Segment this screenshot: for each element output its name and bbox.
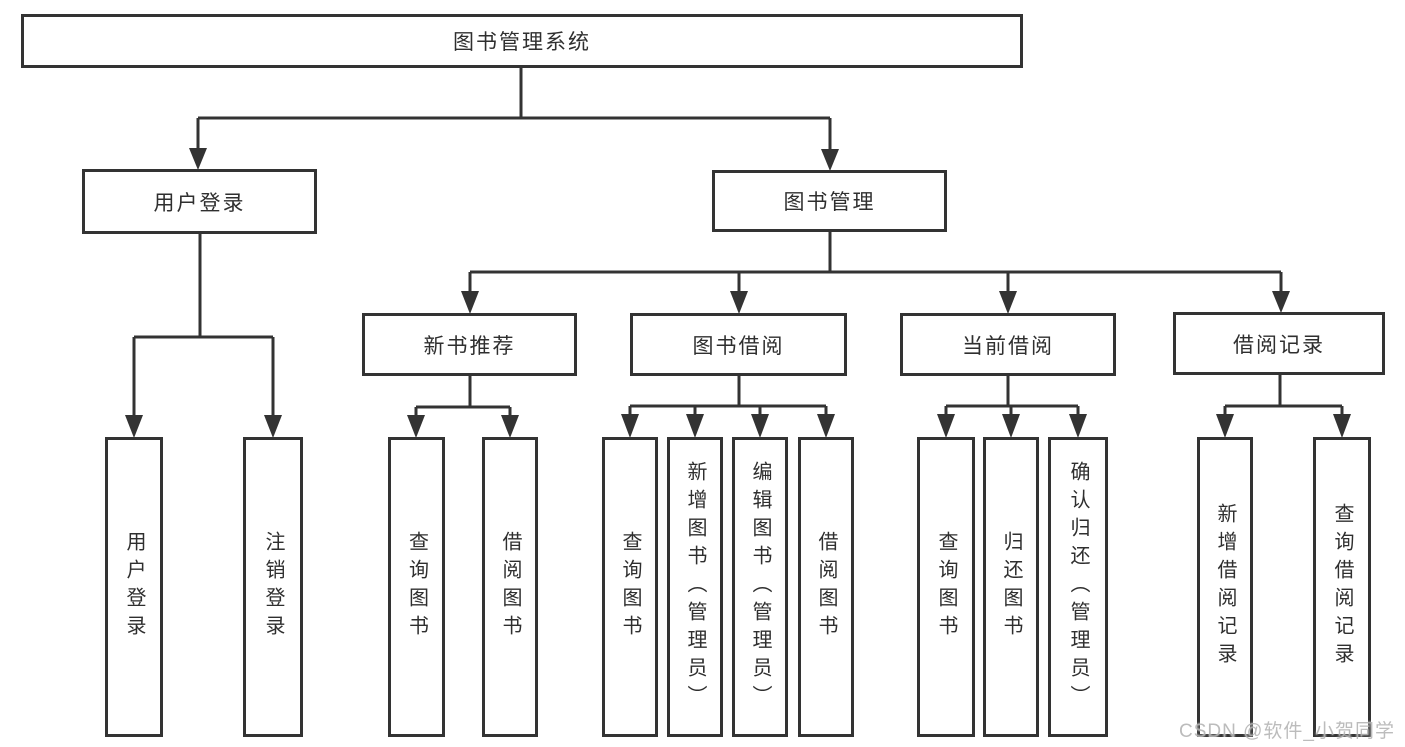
leaf-current-query-books: 查询图书 — [917, 437, 975, 737]
leaf-borrow-books: 借阅图书 — [798, 437, 854, 737]
leaf-borrow-query-books-label: 查询图书 — [619, 531, 641, 643]
connector-records-to-leaves — [1223, 375, 1344, 415]
connector-borrow-to-leaves — [628, 376, 828, 415]
arrowhead-icon — [621, 414, 639, 438]
arrowhead-icon — [1272, 291, 1290, 313]
leaf-logout-label: 注销登录 — [262, 531, 284, 643]
arrowhead-icon — [407, 415, 425, 438]
arrowhead-icon — [937, 414, 955, 438]
node-borrow-records: 借阅记录 — [1173, 312, 1385, 375]
arrowhead-icon — [189, 148, 207, 170]
arrowhead-icon — [1216, 414, 1234, 438]
connector-current-to-leaves — [944, 376, 1080, 415]
leaf-current-query-books-label: 查询图书 — [935, 531, 957, 643]
connector-recommend-to-leaves — [414, 376, 512, 416]
arrowhead-icon — [817, 414, 835, 438]
leaf-logout: 注销登录 — [243, 437, 303, 737]
connector-root-to-level2 — [196, 68, 832, 151]
leaf-query-borrow-record: 查询借阅记录 — [1313, 437, 1371, 737]
arrowhead-icon — [1002, 414, 1020, 438]
leaf-recommend-query-books-label: 查询图书 — [405, 531, 428, 643]
node-user-login: 用户登录 — [82, 169, 317, 234]
leaf-borrow-books-label: 借阅图书 — [815, 531, 837, 643]
arrowhead-icon — [999, 291, 1017, 314]
node-book-management: 图书管理 — [712, 170, 947, 232]
leaf-recommend-borrow-books-label: 借阅图书 — [499, 531, 521, 643]
leaf-recommend-borrow-books: 借阅图书 — [482, 437, 538, 737]
csdn-watermark: CSDN @软件_小贺同学 — [1179, 721, 1395, 742]
arrowhead-icon — [821, 149, 839, 171]
arrowhead-icon — [461, 291, 479, 314]
leaf-return-books: 归还图书 — [983, 437, 1039, 737]
arrowhead-icon — [730, 291, 748, 314]
connector-userlogin-to-leaves — [132, 234, 275, 416]
arrowhead-icon — [751, 414, 769, 438]
leaf-add-borrow-record-label: 新增借阅记录 — [1214, 503, 1236, 671]
arrowhead-icon — [1333, 414, 1351, 438]
leaf-user-login-label: 用户登录 — [123, 531, 145, 643]
node-current-borrow: 当前借阅 — [900, 313, 1116, 376]
leaf-add-borrow-record: 新增借阅记录 — [1197, 437, 1253, 737]
leaf-edit-books-admin-label: 编辑图书（管理员） — [749, 461, 771, 713]
arrowhead-icon — [501, 415, 519, 438]
leaf-query-borrow-record-label: 查询借阅记录 — [1331, 503, 1353, 671]
leaf-borrow-query-books: 查询图书 — [602, 437, 658, 737]
node-root-system: 图书管理系统 — [21, 14, 1023, 68]
node-new-book-recommend: 新书推荐 — [362, 313, 577, 376]
leaf-return-books-label: 归还图书 — [1000, 531, 1022, 643]
arrowhead-icon — [686, 414, 704, 438]
leaf-confirm-return-admin-label: 确认归还（管理员） — [1067, 461, 1089, 713]
leaf-add-books-admin: 新增图书（管理员） — [667, 437, 723, 737]
leaf-edit-books-admin: 编辑图书（管理员） — [732, 437, 788, 737]
arrowhead-icon — [1069, 414, 1087, 438]
leaf-recommend-query-books: 查询图书 — [388, 437, 445, 737]
leaf-user-login: 用户登录 — [105, 437, 163, 737]
leaf-add-books-admin-label: 新增图书（管理员） — [684, 461, 706, 713]
arrowhead-icon — [264, 415, 282, 438]
connector-bookmgmt-to-level3 — [468, 232, 1283, 292]
leaf-confirm-return-admin: 确认归还（管理员） — [1048, 437, 1108, 737]
node-book-borrow: 图书借阅 — [630, 313, 847, 376]
arrowhead-icon — [125, 415, 143, 438]
